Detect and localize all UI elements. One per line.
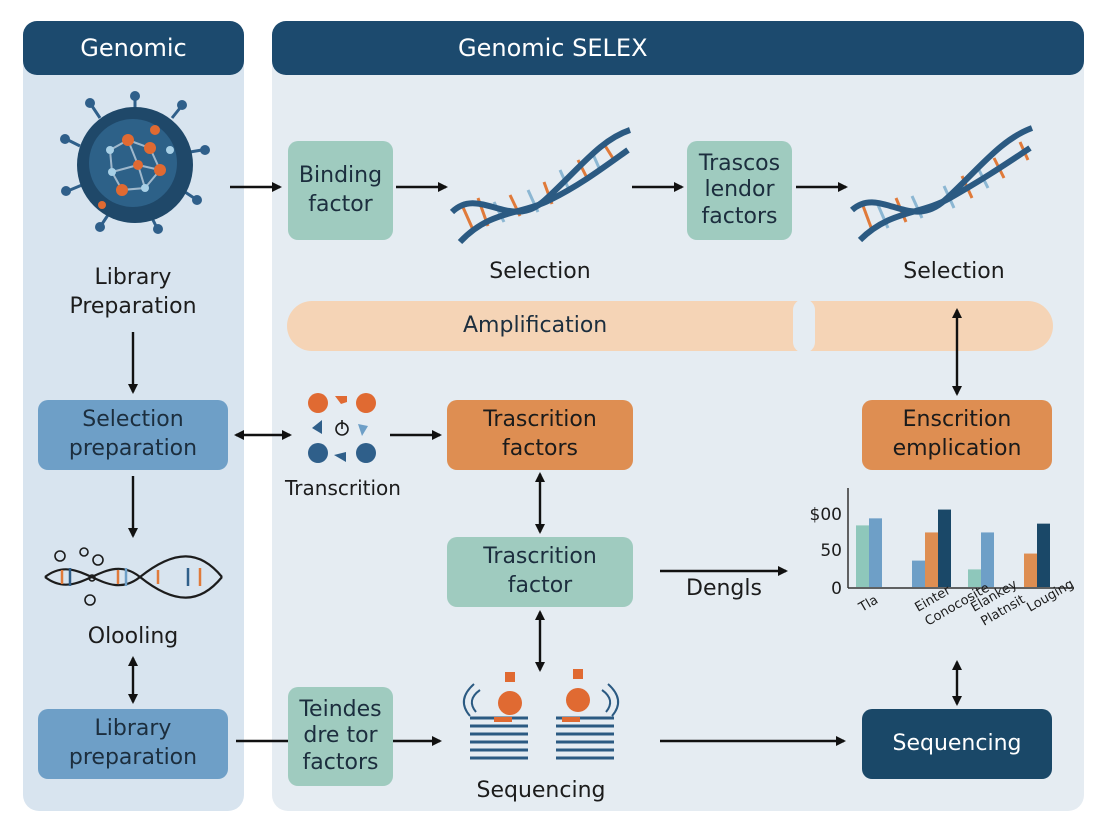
- chart-bar: [925, 532, 938, 587]
- molecule-cluster-icon: [308, 393, 376, 463]
- teindes-box: Teindes dre tor factors: [288, 687, 393, 786]
- library-preparation-box-label: Library preparation: [68, 716, 198, 770]
- teindes-label: Teindes dre tor factors: [299, 696, 382, 775]
- enscrition-emplication-box: Enscrition emplication: [862, 400, 1052, 470]
- trascrition-factor-box: Trascrition factor: [447, 537, 633, 607]
- enscrition-emplication-label: Enscrition emplication: [892, 407, 1022, 461]
- selection-label: Selection: [489, 259, 591, 284]
- chart-y-tick: 50: [820, 541, 842, 561]
- left-header-title: Genomic: [80, 34, 187, 62]
- trascos-lendor-label: Trascos lendor factors: [698, 150, 781, 229]
- transcrition-label: Transcrition: [285, 476, 401, 500]
- chart-bar: [981, 532, 994, 587]
- binding-factor-box: Binding factor: [288, 141, 393, 240]
- oloolng-label: Olooling: [87, 624, 179, 649]
- chart-bar: [912, 560, 925, 587]
- chart-bar: [1024, 553, 1037, 587]
- selection-preparation-label: Selection preparation: [68, 407, 198, 461]
- left-header: Genomic: [23, 21, 244, 75]
- sequencing-box-label: Sequencing: [892, 730, 1022, 756]
- amplification-band: Amplification: [287, 301, 1053, 351]
- chart-bar: [968, 569, 981, 587]
- amplification-gap: [793, 299, 815, 353]
- dna-strand-icon: [44, 547, 223, 606]
- sequencing-box: Sequencing: [862, 709, 1052, 779]
- selection-preparation-box: Selection preparation: [38, 400, 228, 470]
- chart-y-tick: $00: [810, 505, 842, 525]
- chart-bar: [938, 509, 951, 587]
- dna-helix-icon: [850, 125, 1034, 243]
- main-header-title: Genomic SELEX: [458, 34, 648, 62]
- sequencing-label: Sequencing: [476, 778, 606, 803]
- chart-bar: [1037, 523, 1050, 587]
- dna-helix-icon: [449, 127, 632, 245]
- trascrition-factor-label: Trascrition factor: [483, 544, 597, 598]
- trascrition-factors-label: Trascrition factors: [483, 407, 597, 461]
- sequencing-icon: [463, 669, 619, 760]
- amplification-label: Amplification: [463, 312, 608, 338]
- library-cell-icon: [60, 91, 210, 234]
- trascos-lendor-box: Trascos lendor factors: [687, 141, 792, 240]
- library-preparation-label: Library Preparation: [69, 265, 197, 319]
- main-header: Genomic SELEX: [272, 21, 1084, 75]
- library-preparation-box: Library preparation: [38, 709, 228, 779]
- chart-bar: [869, 518, 882, 587]
- binding-factor-label: Binding factor: [298, 162, 383, 217]
- chart-bar: [856, 525, 869, 587]
- trascrition-factors-box: Trascrition factors: [447, 400, 633, 470]
- dengls-label: Dengls: [686, 576, 762, 601]
- chart-x-tick-label: Tla: [856, 593, 881, 616]
- chart-y-tick: 0: [831, 579, 842, 599]
- selection-label-2: Selection: [903, 259, 1005, 284]
